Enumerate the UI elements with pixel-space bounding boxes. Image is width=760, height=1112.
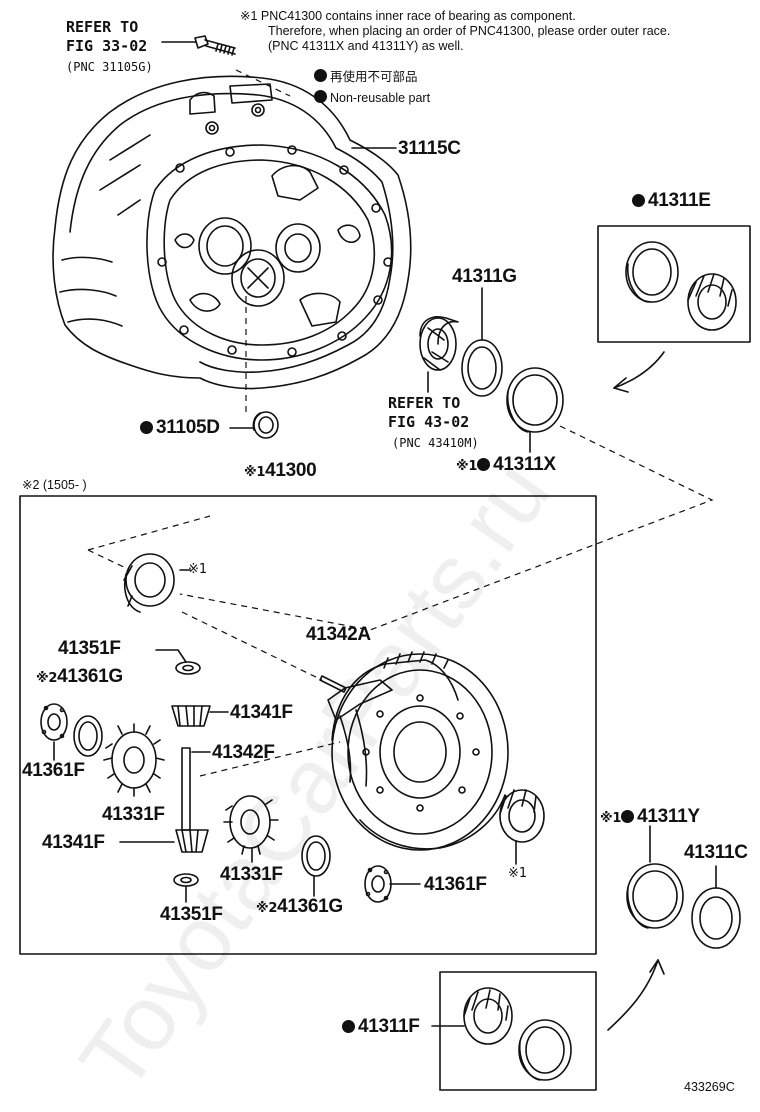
leader-41351F-a xyxy=(155,649,187,663)
note-mark-bearing-left: ※1 xyxy=(188,562,208,577)
non-reusable-dot-icon xyxy=(621,810,635,823)
pinion-gear-41341F-bottom xyxy=(175,829,209,853)
part-label-41361F-a[interactable]: 41361F xyxy=(22,760,85,781)
part-label-41311G[interactable]: 41311G xyxy=(452,266,517,287)
washer-41361G-right xyxy=(301,835,331,877)
outer-race-41311Y xyxy=(626,863,684,929)
dash-shaft xyxy=(199,741,341,777)
part-number-text: 41300 xyxy=(265,460,317,481)
arrow-head-top xyxy=(613,377,629,393)
arrow-head-bottom xyxy=(649,959,665,975)
legend-en: Non-reusable part xyxy=(314,90,430,106)
part-number-text: 41361G xyxy=(277,896,343,917)
pinion-shaft-41342F xyxy=(181,747,191,831)
arrow-curve-top xyxy=(613,351,665,389)
transmission-case xyxy=(52,75,412,390)
dash-upper-left-2 xyxy=(87,549,131,571)
ref1-title[interactable]: REFER TO xyxy=(66,18,139,36)
side-gear-41331F xyxy=(103,723,165,797)
non-reusable-dot-icon xyxy=(632,194,645,207)
part-label-41311X[interactable]: ※1 41311X xyxy=(456,454,556,476)
bearing-box-41311E xyxy=(597,225,751,343)
part-label-31115C[interactable]: 31115C xyxy=(398,138,461,159)
bearing-cone-top xyxy=(123,553,175,613)
part-number-text: 41311X xyxy=(493,454,556,475)
diagram-code: 433269C xyxy=(684,1080,735,1094)
thrust-washer-41351F-top xyxy=(175,661,201,675)
outer-race-41311X xyxy=(506,367,564,433)
non-reusable-dot-icon xyxy=(314,90,327,103)
shim-41311G xyxy=(461,339,503,397)
non-reusable-dot-icon xyxy=(314,69,327,82)
dash-pin xyxy=(181,611,323,681)
washer-41361F-left xyxy=(40,703,68,741)
part-number-text: 31105D xyxy=(156,417,220,438)
bearing-cone-right xyxy=(499,789,545,843)
dash-bolt xyxy=(235,69,291,97)
part-label-31105D[interactable]: 31105D xyxy=(140,417,220,439)
part-label-41342F[interactable]: 41342F xyxy=(212,742,275,763)
differential-case-ring-gear xyxy=(327,651,509,851)
ref2-title[interactable]: REFER TO xyxy=(388,394,461,412)
legend-jp-text: 再使用不可部品 xyxy=(330,70,418,84)
oil-seal-31105D xyxy=(252,411,279,439)
note-line-1: ※1 PNC41300 contains inner race of beari… xyxy=(240,9,576,23)
part-label-41361F-b[interactable]: 41361F xyxy=(424,874,487,895)
part-label-41361G-b[interactable]: ※241361G xyxy=(256,896,343,918)
bearing-box-41311F xyxy=(439,971,597,1091)
note-mark-bearing-right: ※1 xyxy=(508,866,528,881)
part-number-text: 41311Y xyxy=(637,806,700,827)
part-label-41300[interactable]: ※141300 xyxy=(244,460,317,482)
ref2-pnc[interactable]: (PNC 43410M) xyxy=(392,436,479,450)
bearing-retainer-part xyxy=(419,316,459,371)
production-range-note: ※2 (1505- ) xyxy=(22,478,87,492)
ref1-fig[interactable]: FIG 33-02 xyxy=(66,37,148,55)
part-label-41361G-a[interactable]: ※241361G xyxy=(36,666,123,688)
note-line-2: Therefore, when placing an order of PNC4… xyxy=(268,24,671,38)
note-line-3: (PNC 41311X and 41311Y) as well. xyxy=(268,39,464,53)
pinion-gear-41341F-top xyxy=(171,705,211,727)
washer-41361G-left xyxy=(73,715,103,757)
dash-upper-left xyxy=(87,515,211,551)
dash-upper-path xyxy=(179,425,714,631)
part-label-41341F-b[interactable]: 41341F xyxy=(42,832,105,853)
note-mark-1: ※1 xyxy=(244,465,266,480)
note-mark-1: ※1 xyxy=(456,459,478,474)
note-mark-2: ※2 xyxy=(256,901,278,916)
part-label-41311C[interactable]: 41311C xyxy=(684,842,748,863)
side-gear-41331F-right xyxy=(223,795,279,855)
note-mark-1: ※1 xyxy=(600,811,622,826)
washer-41361F-right xyxy=(364,865,392,903)
non-reusable-dot-icon xyxy=(477,458,491,471)
part-label-41331F-b[interactable]: 41331F xyxy=(220,864,283,885)
non-reusable-dot-icon xyxy=(342,1020,355,1033)
part-number-text: 41361G xyxy=(57,666,123,687)
bolt-part xyxy=(194,35,236,56)
part-number-text: 41311E xyxy=(648,190,711,211)
ref2-fig[interactable]: FIG 43-02 xyxy=(388,413,470,431)
part-label-41342A[interactable]: 41342A xyxy=(306,624,371,645)
legend-en-text: Non-reusable part xyxy=(330,91,431,105)
arrow-curve-bottom xyxy=(607,959,659,1031)
part-label-41351F-b[interactable]: 41351F xyxy=(160,904,223,925)
note-mark-2: ※2 xyxy=(36,671,58,686)
part-label-41311E[interactable]: 41311E xyxy=(632,190,711,212)
non-reusable-dot-icon xyxy=(140,421,153,434)
pin-41342A xyxy=(319,675,347,693)
part-number-text: 41311F xyxy=(358,1016,420,1037)
shim-41311C xyxy=(691,887,741,949)
ref1-pnc[interactable]: (PNC 31105G) xyxy=(66,60,153,74)
legend-jp: 再使用不可部品 xyxy=(314,69,418,85)
part-label-41311Y[interactable]: ※1 41311Y xyxy=(600,806,700,828)
part-label-41311F[interactable]: 41311F xyxy=(342,1016,420,1038)
part-label-41331F-a[interactable]: 41331F xyxy=(102,804,165,825)
part-label-41351F-a[interactable]: 41351F xyxy=(58,638,121,659)
differential-assembly-box xyxy=(19,495,597,955)
part-label-41341F-a[interactable]: 41341F xyxy=(230,702,293,723)
